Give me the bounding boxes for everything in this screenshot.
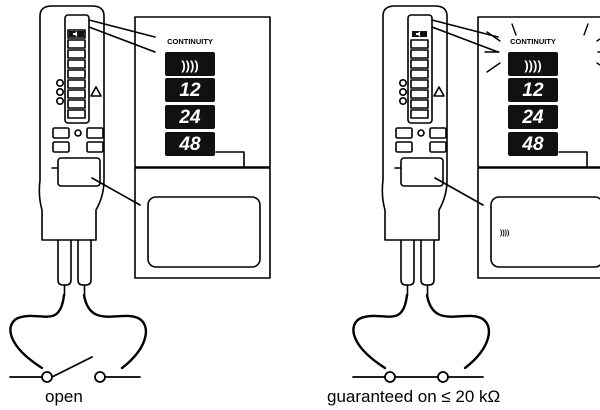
display-screen: [147, 196, 261, 268]
level-48: 48: [178, 134, 201, 155]
indicator-led: [398, 79, 407, 88]
glow-rays: [484, 23, 600, 73]
level-12: 12: [179, 80, 201, 101]
indicator-title: CONTINUITY: [510, 37, 556, 46]
tester-body: [381, 5, 448, 241]
warning-triangle-icon: [433, 86, 445, 97]
indicator-led: [55, 79, 64, 88]
level-12: 12: [522, 80, 544, 101]
display-panel: [134, 167, 271, 279]
display-reading: )))): [500, 230, 509, 237]
tester-lcd: [400, 157, 444, 187]
indicator-panel: [134, 16, 271, 168]
warning-triangle-icon: [90, 86, 102, 97]
display-panel: [477, 167, 600, 279]
tester-lcd: [57, 157, 101, 187]
indicator-panel: [477, 16, 600, 168]
level-48: 48: [521, 134, 544, 155]
continuity-sound-icon: )))): [524, 58, 541, 73]
caption-open: open: [45, 387, 83, 406]
continuity-sound-icon: )))): [181, 58, 198, 73]
display-screen: [490, 196, 600, 268]
indicator-title: CONTINUITY: [167, 37, 213, 46]
led-strip: [407, 14, 433, 124]
caption-closed: guaranteed on ≤ 20 kΩ: [327, 387, 501, 406]
level-24: 24: [178, 107, 201, 128]
tester-body: [38, 5, 105, 241]
led-strip: [64, 14, 90, 124]
level-24: 24: [521, 107, 544, 128]
